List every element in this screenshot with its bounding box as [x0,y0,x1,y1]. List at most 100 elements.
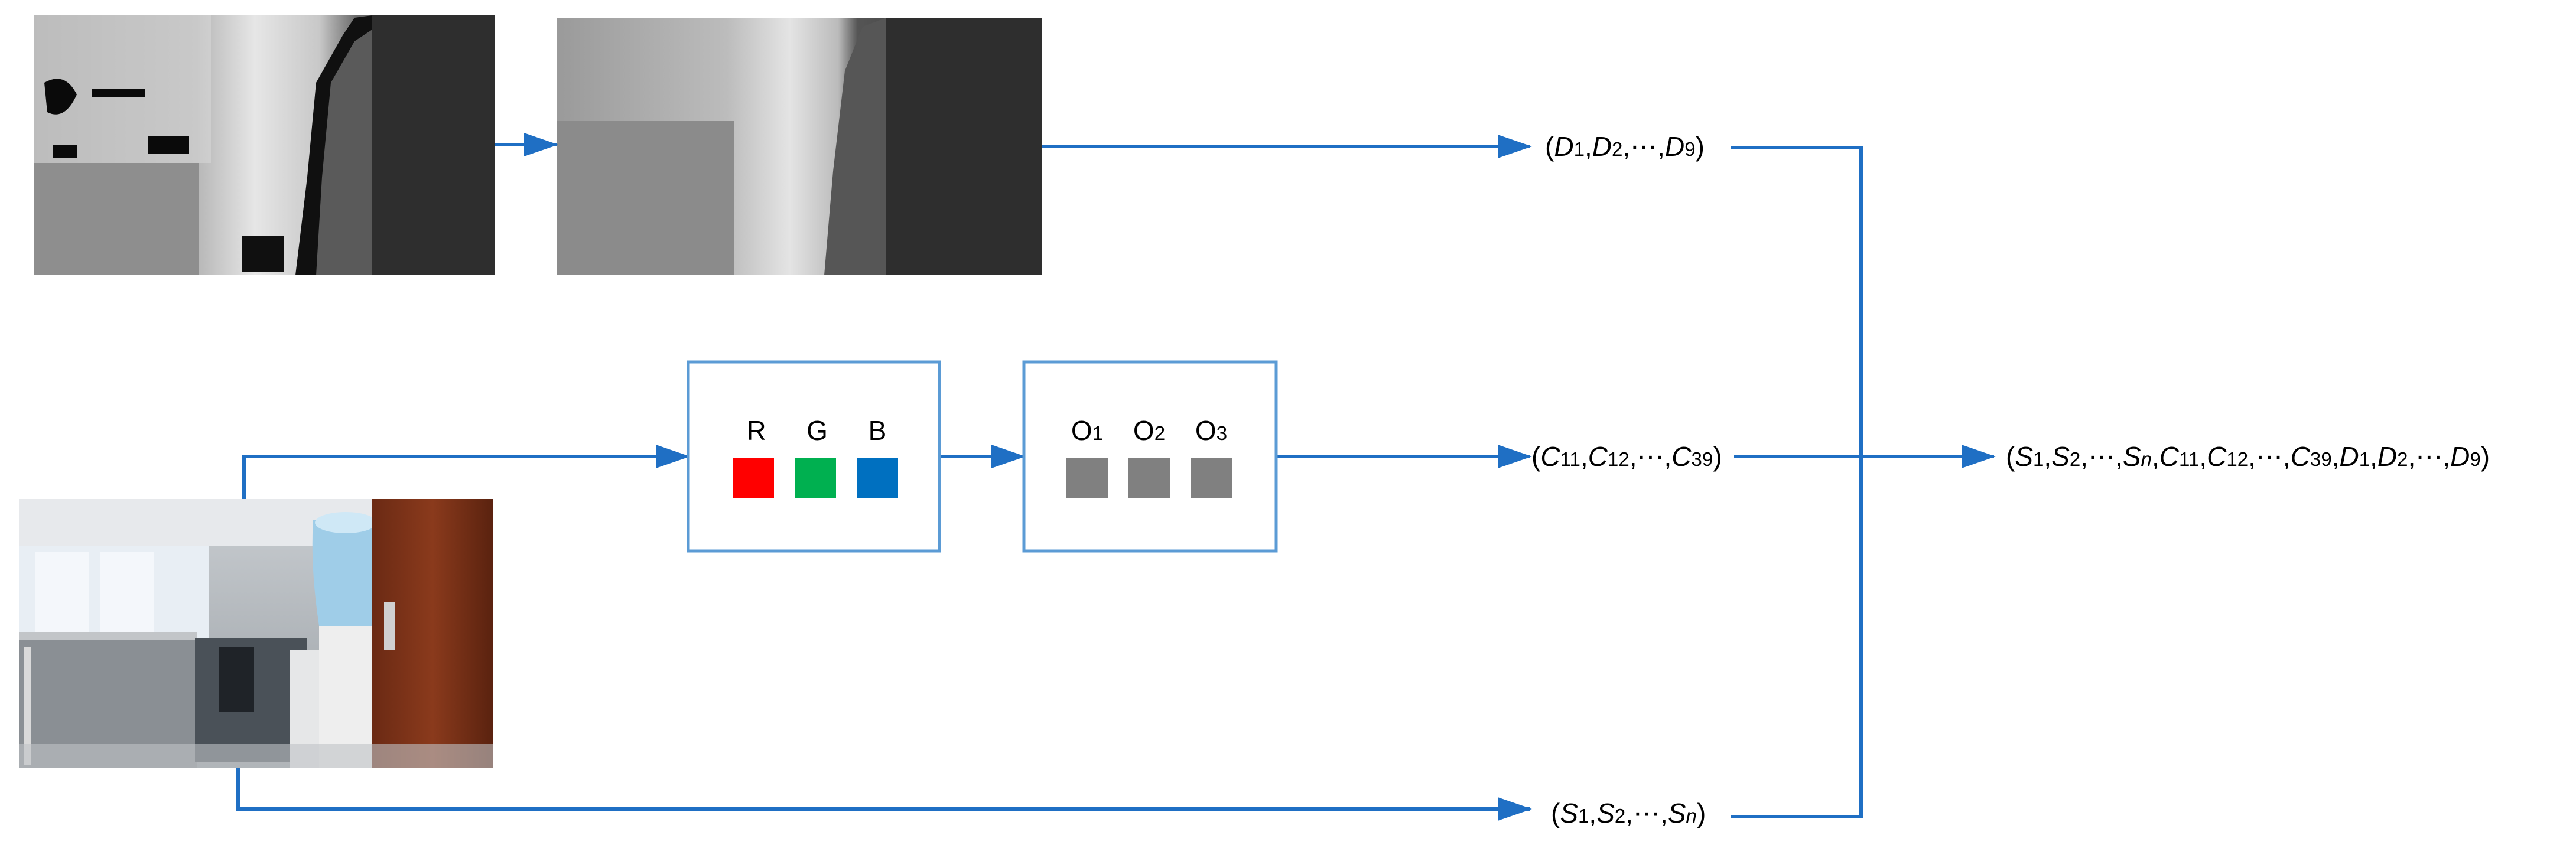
o-label-base: O [1133,415,1154,446]
vector-symbol: S [2123,441,2141,472]
vector-symbol: D [1554,131,1573,162]
vector-punctuation: ) [1696,131,1705,162]
vector-punctuation: , [1629,441,1637,472]
vector-symbol: D [2340,441,2359,472]
vector-punctuation: , [1622,131,1630,162]
vector-punctuation: ⋯ [2256,441,2283,472]
vector-index: 9 [2470,449,2480,471]
vector-symbol: C [2207,441,2227,472]
o-label-2: O2 [1133,415,1165,446]
vector-punctuation: , [1657,131,1665,162]
vector-punctuation: , [1664,441,1672,472]
vector-symbol: D [2377,441,2397,472]
vector-punctuation: ( [2006,441,2015,472]
vector-index: 9 [1684,139,1695,161]
vector-punctuation: , [2332,441,2340,472]
o-channel-box: O1 O2 O3 [1022,360,1278,553]
r-swatch [733,458,774,498]
rgb-label-g: G [806,415,828,446]
vector-index: 2 [1612,139,1622,161]
o-label-1: O1 [1071,415,1103,446]
vector-symbol: D [2450,441,2470,472]
o-label-3: O3 [1195,415,1227,446]
vector-punctuation: , [2283,441,2291,472]
vector-index: 11 [1560,449,1580,471]
vector-punctuation: , [2115,441,2123,472]
rgb-label-b: B [869,415,887,446]
vector-punctuation: , [1585,131,1592,162]
signal-feature-vector: (S1,S2,⋯,Sn) [1551,798,1706,828]
vector-symbol: C [2159,441,2180,472]
vector-punctuation: , [2248,441,2256,472]
vector-punctuation: , [2199,441,2207,472]
o-label-index: 1 [1092,423,1103,445]
vector-punctuation: , [2152,441,2159,472]
o-label-base: O [1195,415,1217,446]
vector-punctuation: , [1660,798,1668,828]
vector-index: 1 [1578,805,1589,827]
arrow-photo-to-rgb [242,445,690,499]
vector-symbol: S [1560,798,1578,828]
vector-punctuation: , [1580,441,1588,472]
arrow-photo-to-signal-vector [236,768,1532,821]
vector-symbol: S [1596,798,1615,828]
vector-punctuation: , [2370,441,2377,472]
o3-swatch [1191,458,1232,498]
vector-index: 1 [1574,139,1585,161]
vector-index: n [2141,449,2152,471]
vector-punctuation: , [2044,441,2051,472]
vector-symbol: S [2051,441,2070,472]
vector-punctuation: , [2442,441,2450,472]
vector-index: 2 [1615,805,1625,827]
rgb-channel-box: R G B [687,360,941,553]
vector-punctuation: ⋯ [1637,441,1664,472]
vector-punctuation: ⋯ [1630,131,1657,162]
o-label-base: O [1071,415,1092,446]
o1-swatch [1066,458,1108,498]
vector-punctuation: ( [1551,798,1560,828]
vector-punctuation: ( [1531,441,1541,472]
vector-index: 1 [2033,449,2044,471]
vector-punctuation: , [1589,798,1596,828]
vector-index: 1 [2359,449,2370,471]
b-swatch [857,458,898,498]
vector-symbol: D [1665,131,1684,162]
vector-index: 2 [2070,449,2080,471]
vector-punctuation: ) [2481,441,2490,472]
vector-punctuation: , [2408,441,2416,472]
vector-punctuation: ) [1713,441,1722,472]
vector-punctuation: , [1625,798,1633,828]
merge-line [1731,146,1863,818]
vector-symbol: C [1540,441,1560,472]
vector-punctuation: ⋯ [1633,798,1660,828]
vector-symbol: C [1588,441,1608,472]
o2-swatch [1128,458,1170,498]
vector-symbol: C [2291,441,2311,472]
vector-symbol: S [1668,798,1686,828]
vector-index: 39 [1692,449,1713,471]
vector-punctuation: ⋯ [2088,441,2115,472]
vector-index: 39 [2310,449,2332,471]
rgb-photo [19,499,493,768]
vector-punctuation: ( [1545,131,1554,162]
vector-symbol: D [1592,131,1612,162]
vector-punctuation: , [2080,441,2088,472]
combined-feature-vector: (S1,S2,⋯,Sn,C11,C12,⋯,C39,D1,D2,⋯,D9) [2006,441,2490,472]
connector-arrows [236,133,1996,821]
filled-depth-image [557,18,1042,275]
vector-index: 12 [1608,449,1629,471]
depth-feature-vector: (D1,D2,⋯,D9) [1545,131,1705,162]
raw-depth-image [34,15,495,275]
vector-index: n [1686,805,1697,827]
vector-index: 12 [2226,449,2248,471]
rgb-label-r: R [746,415,766,446]
vector-symbol: C [1671,441,1692,472]
vector-punctuation: ) [1697,798,1706,828]
o-label-index: 2 [1154,423,1165,445]
g-swatch [795,458,836,498]
color-feature-vector: (C11,C12,⋯,C39) [1531,441,1722,472]
o-label-index: 3 [1217,423,1227,445]
vector-index: 2 [2397,449,2408,471]
vector-index: 11 [2179,449,2199,471]
